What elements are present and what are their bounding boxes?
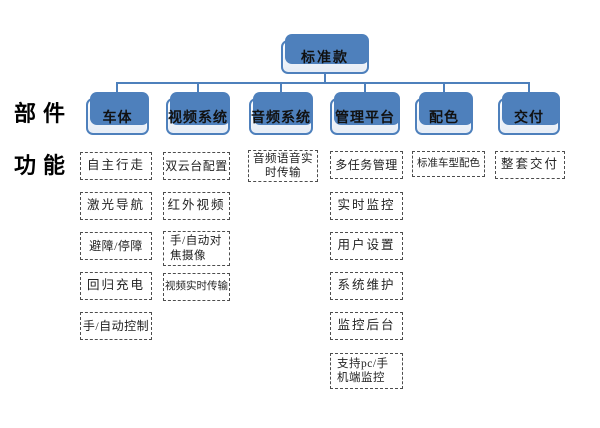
feature-standard-colorway: 标准车型配色 [412,151,485,177]
node-standard-model: 标准款 [281,34,369,74]
feature-full-delivery: 整套交付 [495,151,565,179]
connector-stub-4 [364,83,366,93]
feature-system-maint: 系统维护 [330,272,403,300]
feature-autonomous-walk: 自主行走 [80,152,152,180]
connector-stub-2 [197,83,199,93]
feature-realtime-monitor: 实时监控 [330,192,403,220]
node-category-video: 视频系统 [166,92,230,135]
feature-infrared-video: 红外视频 [163,192,230,220]
feature-multitask: 多任务管理 [330,151,403,179]
feature-return-charge: 回归充电 [80,272,152,300]
connector-root-stub [324,74,326,83]
row-label-functions: 功能 [14,153,73,178]
feature-focus-camera: 手/自动对焦摄像 [163,231,230,266]
connector-stub-6 [528,83,530,93]
node-category-color: 配色 [415,92,473,135]
connector-stub-3 [280,83,282,93]
feature-manual-auto-control: 手/自动控制 [80,312,152,340]
node-category-delivery: 交付 [498,92,560,135]
feature-monitor-backend: 监控后台 [330,312,403,340]
connector-horizontal [116,82,530,84]
feature-audio-realtime: 音频语音实时传输 [248,150,318,182]
feature-obstacle-stop: 避障/停障 [80,232,152,260]
node-category-audio: 音频系统 [249,92,313,135]
feature-dual-gimbal: 双云台配置 [163,152,230,180]
feature-user-settings: 用户设置 [330,232,403,260]
feature-pc-mobile-monitor: 支持pc/手机端监控 [330,353,403,389]
node-category-platform: 管理平台 [330,92,400,135]
node-category-body: 车体 [86,92,149,135]
connector-stub-5 [443,83,445,93]
row-label-parts: 部件 [14,101,73,126]
feature-laser-nav: 激光导航 [80,192,152,220]
connector-stub-1 [116,83,118,93]
feature-video-realtime: 视频实时传输 [163,273,230,301]
